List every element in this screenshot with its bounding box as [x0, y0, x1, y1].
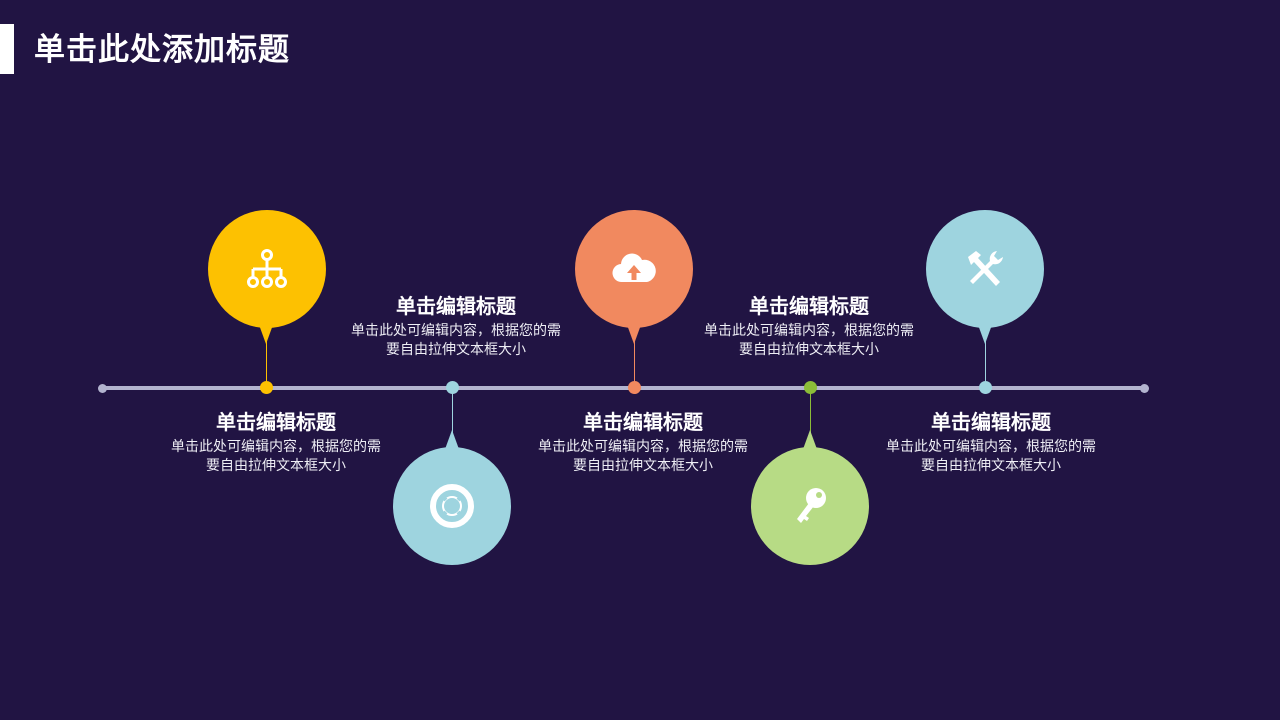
- milestone-pin-5[interactable]: [926, 210, 1044, 328]
- milestone-text-1: 单击编辑标题 单击此处可编辑内容，根据您的需 要自由拉伸文本框大小: [146, 408, 406, 476]
- milestone-pin-1[interactable]: [208, 210, 326, 328]
- milestone-desc-line1[interactable]: 单击此处可编辑内容，根据您的需: [351, 323, 561, 339]
- milestone-title[interactable]: 单击编辑标题: [931, 410, 1051, 434]
- stem-2: [452, 390, 453, 446]
- milestone-title[interactable]: 单击编辑标题: [749, 294, 869, 318]
- milestone-desc-line2[interactable]: 要自由拉伸文本框大小: [739, 342, 879, 358]
- stem-5: [985, 328, 986, 384]
- milestone-title[interactable]: 单击编辑标题: [216, 410, 336, 434]
- stem-3: [634, 328, 635, 384]
- milestone-desc-line1[interactable]: 单击此处可编辑内容，根据您的需: [886, 439, 1096, 455]
- stem-1: [266, 328, 267, 384]
- milestone-text-5: 单击编辑标题 单击此处可编辑内容，根据您的需 要自由拉伸文本框大小: [861, 408, 1121, 476]
- tools-icon: [968, 251, 1003, 286]
- milestone-title[interactable]: 单击编辑标题: [583, 410, 703, 434]
- hierarchy-icon: [247, 249, 287, 288]
- lifebuoy-icon: [430, 484, 474, 528]
- node-dot-5: [979, 381, 992, 394]
- milestone-desc-line2[interactable]: 要自由拉伸文本框大小: [921, 458, 1061, 474]
- stem-4: [810, 390, 811, 446]
- milestone-desc-line2[interactable]: 要自由拉伸文本框大小: [206, 458, 346, 474]
- key-icon: [797, 488, 826, 523]
- milestone-desc-line1[interactable]: 单击此处可编辑内容，根据您的需: [538, 439, 748, 455]
- title-accent-bar: [0, 24, 14, 74]
- page-title[interactable]: 单击此处添加标题: [34, 32, 290, 68]
- node-dot-1: [260, 381, 273, 394]
- milestone-text-4: 单击编辑标题 单击此处可编辑内容，根据您的需 要自由拉伸文本框大小: [679, 292, 939, 360]
- milestone-pin-4[interactable]: [751, 447, 869, 565]
- node-dot-4: [804, 381, 817, 394]
- timeline-start-dot: [98, 384, 107, 393]
- timeline-end-dot: [1140, 384, 1149, 393]
- pin-tip-4: [802, 430, 818, 452]
- milestone-desc-line2[interactable]: 要自由拉伸文本框大小: [573, 458, 713, 474]
- node-dot-2: [446, 381, 459, 394]
- milestone-text-3: 单击编辑标题 单击此处可编辑内容，根据您的需 要自由拉伸文本框大小: [513, 408, 773, 476]
- milestone-title[interactable]: 单击编辑标题: [396, 294, 516, 318]
- milestone-pin-2[interactable]: [393, 447, 511, 565]
- milestone-desc-line1[interactable]: 单击此处可编辑内容，根据您的需: [704, 323, 914, 339]
- pin-tip-2: [444, 430, 460, 452]
- milestone-pin-3[interactable]: [575, 210, 693, 328]
- milestone-desc-line1[interactable]: 单击此处可编辑内容，根据您的需: [171, 439, 381, 455]
- milestone-desc-line2[interactable]: 要自由拉伸文本框大小: [386, 342, 526, 358]
- milestone-text-2: 单击编辑标题 单击此处可编辑内容，根据您的需 要自由拉伸文本框大小: [326, 292, 586, 360]
- timeline-line: [102, 386, 1145, 390]
- cloud-upload-icon: [612, 253, 656, 283]
- node-dot-3: [628, 381, 641, 394]
